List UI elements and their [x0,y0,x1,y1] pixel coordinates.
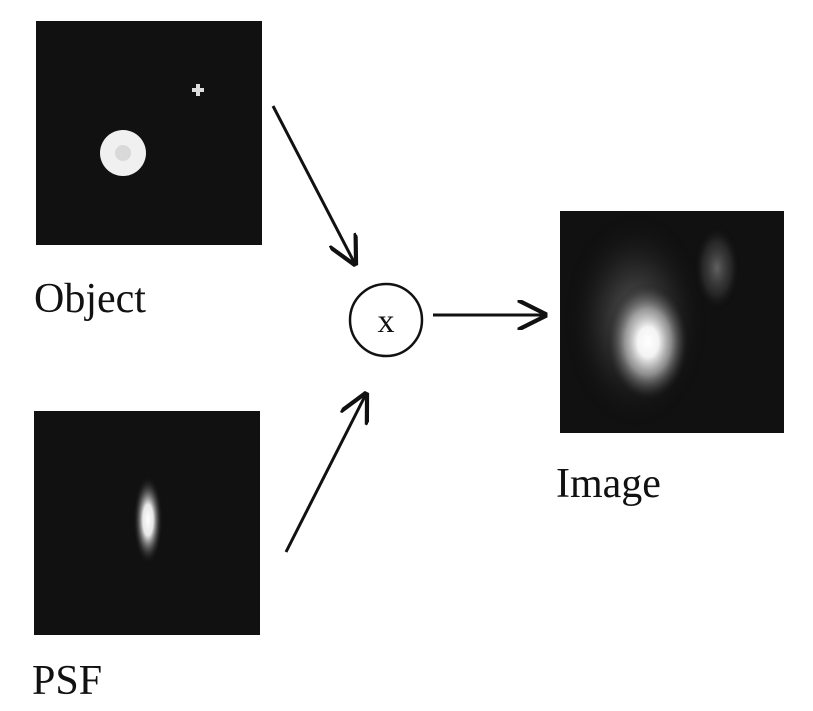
arrow-object-to-operator [271,105,354,262]
convolution-operator: x [348,282,424,358]
image-label: Image [556,461,661,507]
object-panel-background [36,21,262,245]
image-panel [560,210,784,433]
arrow-psf-to-operator [284,396,365,553]
image-blurred-point-source [693,224,741,312]
object-small-point-source [192,84,204,96]
operator-circle [348,282,424,358]
psf-label: PSF [32,658,103,704]
object-label: Object [34,276,146,322]
psf-blur-kernel [133,475,163,565]
object-panel [36,21,262,245]
object-large-disk-core [115,145,131,161]
operator-symbol: x [378,303,395,340]
image-blurred-disk [606,282,690,402]
psf-panel [34,411,260,635]
